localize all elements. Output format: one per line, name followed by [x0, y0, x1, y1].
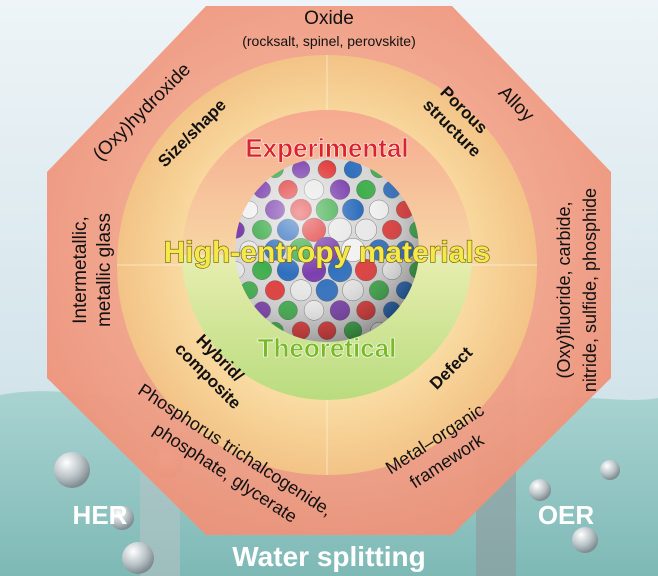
- label-oxyfluoride-2: nitride, sulfide, phosphide: [580, 188, 600, 392]
- label-intermetallic-2: metallic glass: [94, 213, 115, 327]
- atom: [265, 199, 285, 220]
- label-oer: OER: [538, 500, 595, 530]
- label-experimental: Experimental: [245, 133, 408, 163]
- atom: [265, 280, 285, 301]
- atom: [278, 300, 298, 320]
- atom: [369, 199, 389, 220]
- label-high-entropy-materials: High-entropy materials: [164, 236, 491, 269]
- label-her: HER: [73, 500, 128, 530]
- atom: [329, 300, 351, 321]
- atom: [356, 180, 376, 200]
- atom: [315, 279, 339, 302]
- label-oxide-subtitle: (rocksalt, spinel, perovskite): [242, 33, 416, 49]
- atom: [342, 198, 364, 221]
- atom: [342, 279, 364, 302]
- atom: [303, 300, 325, 321]
- label-theoretical: Theoretical: [258, 333, 397, 363]
- atom: [317, 160, 337, 179]
- atom: [290, 279, 312, 302]
- label-oxyfluoride-1: (Oxy)fluoride, carbide,: [554, 201, 574, 378]
- label-water-splitting: Water splitting: [232, 541, 425, 572]
- atom: [315, 198, 339, 221]
- label-intermetallic-1: Intermetallic,: [70, 216, 91, 324]
- atom: [278, 180, 298, 200]
- atom: [329, 179, 351, 200]
- atom: [290, 198, 312, 221]
- atom: [356, 300, 376, 320]
- atom: [369, 280, 389, 301]
- label-oxide: Oxide: [304, 8, 354, 29]
- atom: [303, 179, 325, 200]
